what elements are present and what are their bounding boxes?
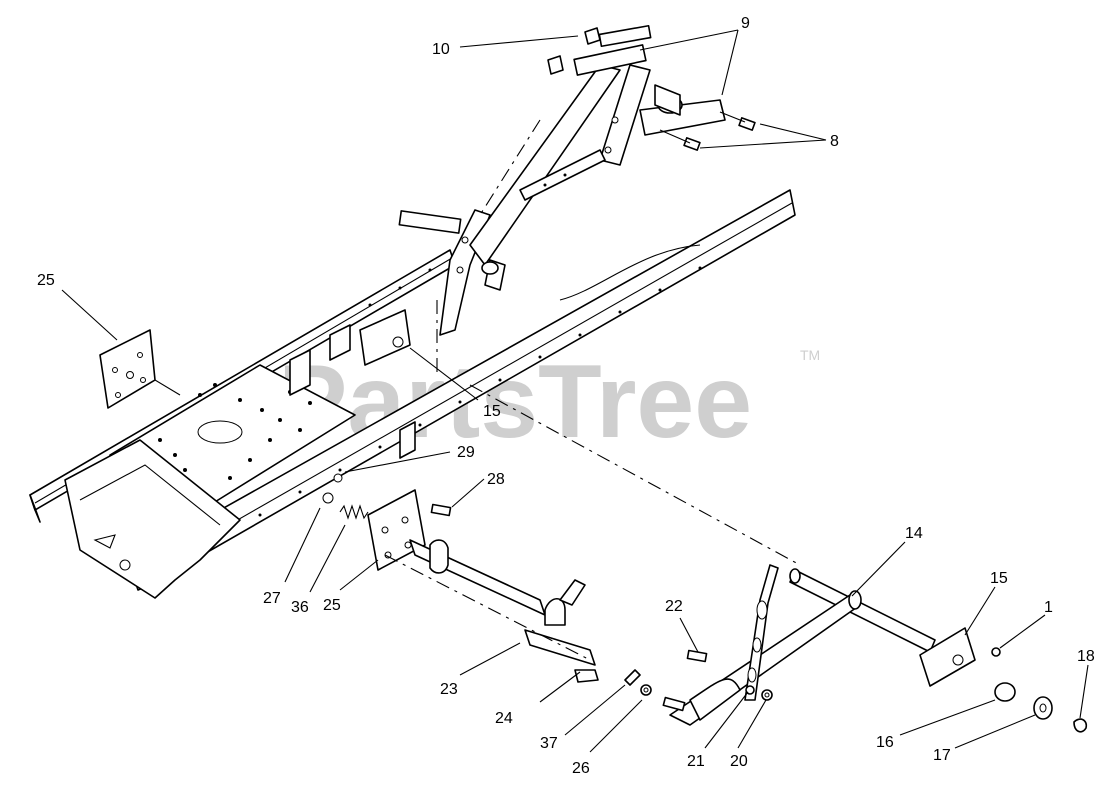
callout-25: 25 — [37, 272, 55, 289]
align-line-2 — [469, 384, 801, 566]
leader-lines — [61, 29, 1089, 753]
cross-shaft-assembly — [624, 564, 1088, 733]
callout-27: 27 — [263, 590, 281, 607]
callout-15: 15 — [483, 403, 501, 420]
rail-tabs — [289, 324, 416, 459]
bracket-15-upper — [359, 309, 411, 366]
callout-26: 26 — [572, 760, 590, 777]
callout-25: 25 — [323, 597, 341, 614]
callout-14: 14 — [905, 525, 923, 542]
callout-15: 15 — [990, 570, 1008, 587]
callout-22: 22 — [665, 598, 683, 615]
callout-36: 36 — [291, 599, 309, 616]
lower-housing — [64, 439, 241, 599]
pedal-bracket-assembly — [322, 473, 599, 683]
callout-24: 24 — [495, 710, 513, 727]
callout-1: 1 — [1044, 599, 1053, 616]
callout-21: 21 — [687, 753, 705, 770]
callout-20: 20 — [730, 753, 748, 770]
lift-arm-assembly — [398, 24, 756, 336]
watermark-trademark: TM — [800, 347, 820, 363]
callout-8: 8 — [830, 133, 839, 150]
callout-9: 9 — [741, 15, 750, 32]
callout-17: 17 — [933, 747, 951, 764]
bracket-25-left — [99, 329, 181, 409]
callouts: 10 9 8 25 15 29 28 27 36 25 23 24 37 26 … — [37, 15, 1095, 777]
callout-37: 37 — [540, 735, 558, 752]
callout-16: 16 — [876, 734, 894, 751]
callout-10: 10 — [432, 41, 450, 58]
callout-28: 28 — [487, 471, 505, 488]
callout-23: 23 — [440, 681, 458, 698]
callout-18: 18 — [1077, 648, 1095, 665]
callout-29: 29 — [457, 444, 475, 461]
align-line-3 — [479, 119, 541, 216]
